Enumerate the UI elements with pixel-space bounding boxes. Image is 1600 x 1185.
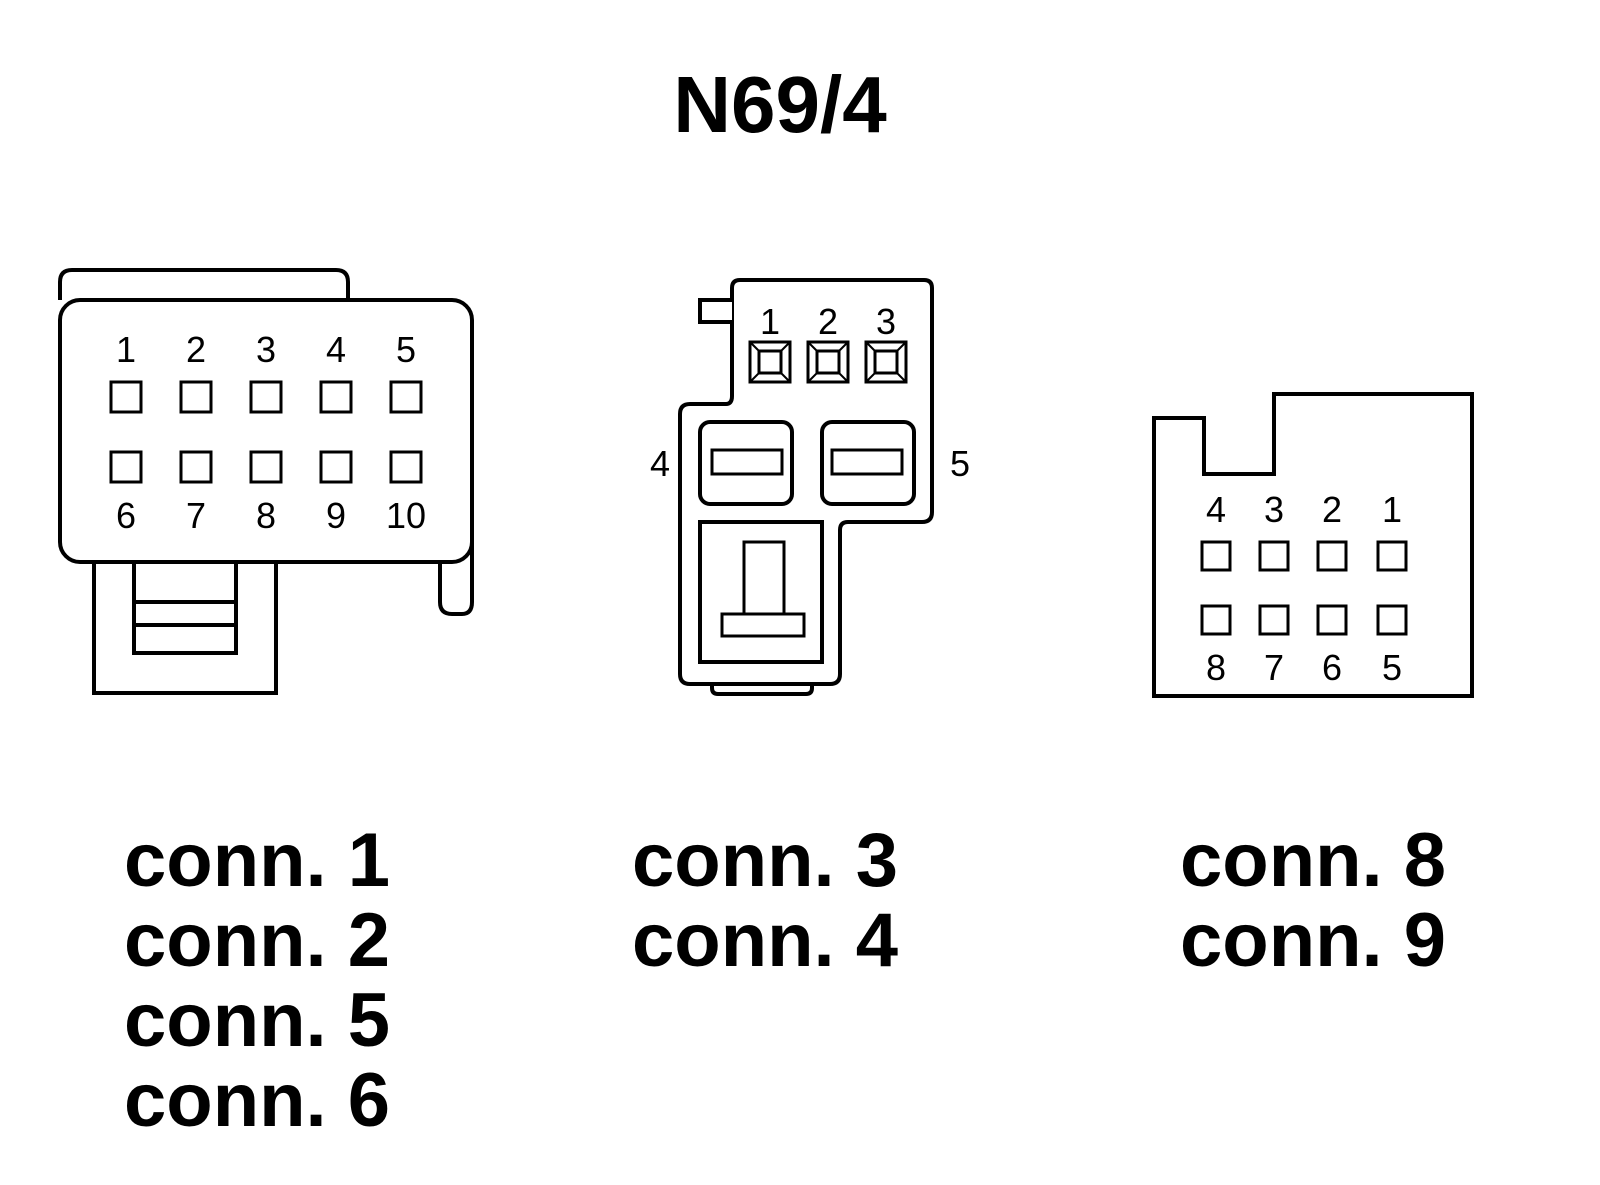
- pin-number: 2: [818, 301, 838, 342]
- pin-socket: [1200, 540, 1232, 572]
- pin-number: 1: [1382, 489, 1402, 530]
- connector-label: conn. 3: [632, 818, 898, 903]
- pin-number: 1: [116, 329, 136, 370]
- pin-number: 5: [396, 329, 416, 370]
- pin-number: 6: [1322, 647, 1342, 688]
- connector-labels-group-3: conn. 8 conn. 9: [1180, 818, 1446, 983]
- pin-number: 3: [1264, 489, 1284, 530]
- connector-5-pin: 1 2 3: [650, 278, 970, 696]
- pin-socket: [249, 380, 283, 414]
- connector-label: conn. 8: [1180, 818, 1446, 903]
- pin-socket: [179, 380, 213, 414]
- pin-number: 3: [876, 301, 896, 342]
- pin-number: 9: [326, 495, 346, 536]
- pin-number: 4: [650, 443, 670, 484]
- pin-socket: [389, 450, 423, 484]
- pin-socket: [249, 450, 283, 484]
- connector-10-pin: 1 2 3 4 5 6 7 8 9 10: [58, 268, 474, 695]
- pin-socket: [1316, 540, 1348, 572]
- pin-number: 4: [1206, 489, 1226, 530]
- connector-5-pin-latch-bar: [720, 612, 806, 638]
- connector-label: conn. 9: [1180, 898, 1446, 983]
- pin-socket: [864, 340, 908, 384]
- diagram-title: N69/4: [673, 60, 887, 149]
- pin-socket: [1258, 604, 1290, 636]
- pin-number: 7: [1264, 647, 1284, 688]
- connector-labels-group-2: conn. 3 conn. 4: [632, 818, 898, 983]
- pin-socket: [319, 380, 353, 414]
- pin-socket: [319, 450, 353, 484]
- connector-labels-group-1: conn. 1 conn. 2 conn. 5 conn. 6: [124, 818, 390, 1143]
- pin-blade: [710, 448, 784, 476]
- pin-socket: [109, 380, 143, 414]
- connector-10-pin-body: [58, 298, 474, 564]
- connector-8-pin: 4 3 2 1 8 7 6 5: [1152, 392, 1474, 698]
- pin-number: 10: [386, 495, 426, 536]
- connector-label: conn. 2: [124, 898, 390, 983]
- pin-socket: [806, 340, 850, 384]
- connector-label: conn. 1: [124, 818, 390, 903]
- connector-10-pin-back-tab: [58, 268, 350, 300]
- pin-socket: [179, 450, 213, 484]
- pin-socket: [1200, 604, 1232, 636]
- pin-number: 4: [326, 329, 346, 370]
- pin-socket: [1316, 604, 1348, 636]
- connector-label: conn. 6: [124, 1058, 390, 1143]
- connector-5-pin-latch-stem: [742, 540, 786, 618]
- pin-number: 5: [1382, 647, 1402, 688]
- pin-number: 7: [186, 495, 206, 536]
- connector-label: conn. 4: [632, 898, 898, 983]
- pin-number: 8: [256, 495, 276, 536]
- pin-number: 3: [256, 329, 276, 370]
- pin-socket: [1376, 604, 1408, 636]
- pin-number: 2: [1322, 489, 1342, 530]
- pin-socket: [109, 450, 143, 484]
- pin-socket: [748, 340, 792, 384]
- connector-5-pin-key: [698, 298, 732, 324]
- pin-number: 5: [950, 443, 970, 484]
- pin-number: 2: [186, 329, 206, 370]
- pin-socket: [1258, 540, 1290, 572]
- pin-number: 8: [1206, 647, 1226, 688]
- pin-socket: [1376, 540, 1408, 572]
- pin-number: 1: [760, 301, 780, 342]
- pin-number: 6: [116, 495, 136, 536]
- pin-socket: [389, 380, 423, 414]
- pin-blade: [830, 448, 904, 476]
- connector-label: conn. 5: [124, 978, 390, 1063]
